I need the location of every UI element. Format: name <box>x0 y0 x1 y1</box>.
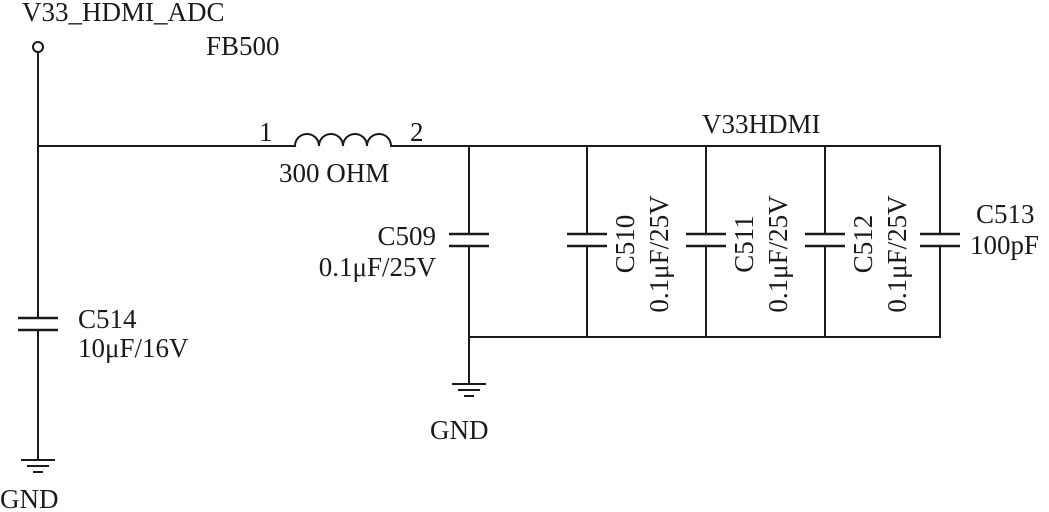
c511-ref-label: C511 <box>729 215 759 273</box>
c514-value-label: 10μF/16V <box>78 333 189 363</box>
input-terminal <box>32 41 44 53</box>
capacitor-c510 <box>567 232 607 248</box>
c509-value-label: 0.1μF/25V <box>319 252 437 282</box>
capacitor-c511 <box>686 232 726 248</box>
ferrite-pin2-label: 2 <box>410 117 424 147</box>
ferrite-value-label: 300 OHM <box>279 158 389 188</box>
c510-ref-label: C510 <box>610 215 640 274</box>
capacitor-c512 <box>805 232 845 248</box>
net-label-output: V33HDMI <box>702 109 821 139</box>
c513-value-label: 100pF <box>970 230 1039 260</box>
ferrite-bead-coil <box>293 133 393 148</box>
ground-label-mid: GND <box>430 415 489 445</box>
c509-ref-label: C509 <box>377 221 436 251</box>
c513-ref-label: C513 <box>976 199 1035 229</box>
ground-symbol-mid <box>452 383 486 397</box>
c511-value-label: 0.1μF/25V <box>763 195 793 313</box>
capacitor-c514 <box>18 316 58 332</box>
net-label-input: V33_HDMI_ADC <box>22 0 225 27</box>
ground-label-left: GND <box>0 484 59 512</box>
capacitor-c513 <box>920 232 960 248</box>
ferrite-ref-label: FB500 <box>206 31 280 61</box>
c512-value-label: 0.1μF/25V <box>882 195 912 313</box>
capacitor-c509 <box>449 232 489 248</box>
c514-ref-label: C514 <box>78 304 137 334</box>
ground-symbol-left <box>21 459 55 473</box>
ferrite-pin1-label: 1 <box>259 117 273 147</box>
c510-value-label: 0.1μF/25V <box>644 195 674 313</box>
c512-ref-label: C512 <box>848 215 878 274</box>
